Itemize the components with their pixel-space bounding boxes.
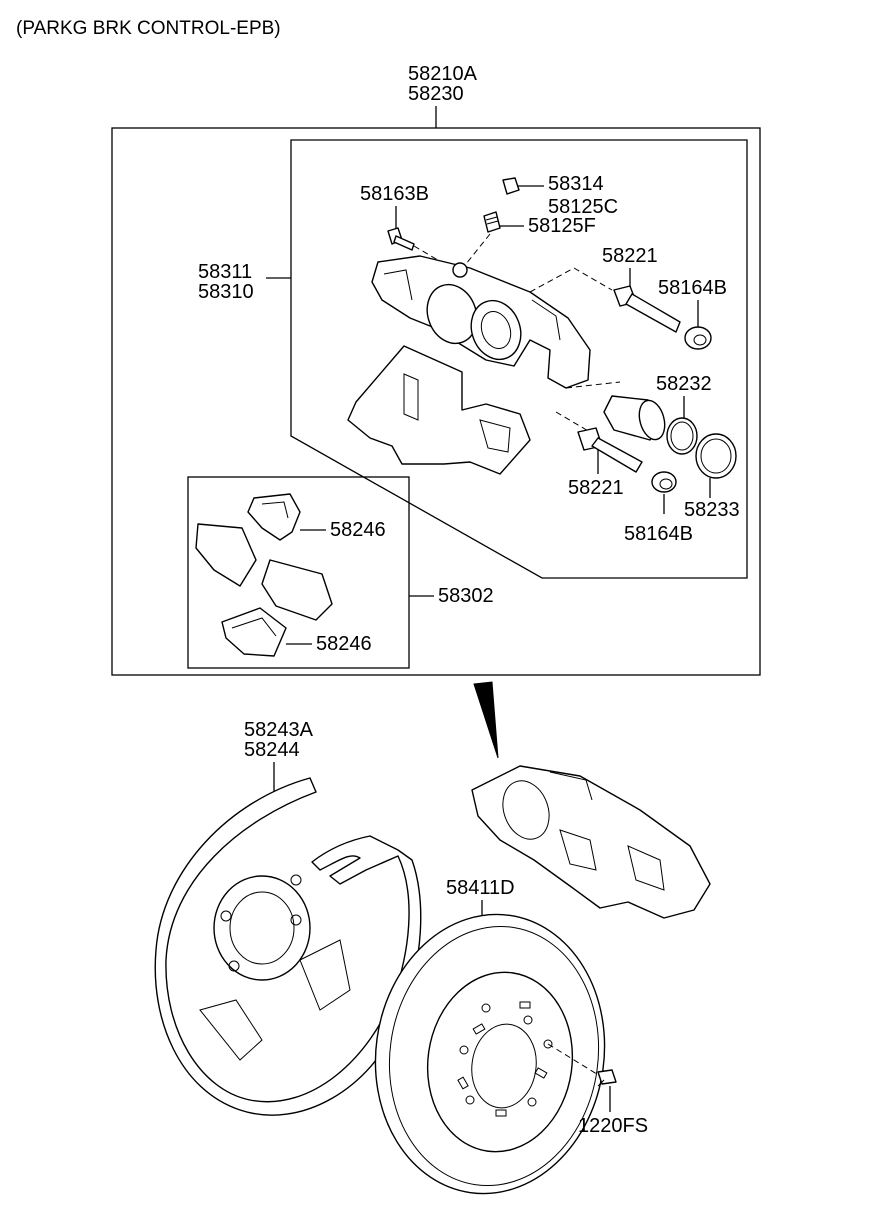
housing-frame (290, 139, 748, 579)
boot-upper-icon (684, 326, 712, 350)
label-58164b-upper: 58164B (658, 277, 727, 299)
label-58232: 58232 (656, 373, 712, 395)
caliper-assembly-frame (111, 127, 761, 676)
label-58302: 58302 (438, 585, 494, 607)
label-58210a: 58210A (408, 63, 478, 85)
pad-clip-lower-icon (221, 607, 287, 657)
label-58243a: 58243A (244, 719, 314, 741)
label-1220fs: 1220FS (578, 1115, 648, 1137)
pad-kit-frame (187, 476, 410, 669)
label-58125c: 58125C (548, 196, 618, 218)
assembly-arrow-icon (473, 681, 499, 759)
label-58244: 58244 (244, 739, 300, 761)
brake-pad-outer-icon (195, 523, 257, 587)
dash-line-2 (573, 267, 613, 291)
piston-seal-ring-large-icon (695, 433, 737, 479)
diagram-title: (PARKG BRK CONTROL-EPB) (16, 18, 281, 39)
dash-line-1 (529, 267, 575, 293)
dash-line-3 (565, 381, 621, 389)
label-58311: 58311 (198, 261, 252, 283)
label-58221-upper: 58221 (602, 245, 658, 267)
dash-line-4 (555, 411, 591, 433)
pad-clip-upper-icon (247, 493, 301, 541)
dust-cover-icon (154, 777, 422, 1116)
bleeder-cap-icon (502, 177, 520, 195)
bleeder-screw-icon (465, 211, 501, 265)
label-58163b: 58163B (360, 183, 429, 205)
disc-screw-icon (597, 1069, 617, 1087)
label-58411d: 58411D (446, 877, 515, 899)
label-58246-lower: 58246 (316, 633, 372, 655)
label-58125f: 58125F (528, 215, 596, 237)
guide-pin-lower-icon (577, 427, 643, 473)
label-58314: 58314 (548, 173, 604, 195)
guide-pin-upper-icon (613, 285, 681, 333)
boot-lower-icon (651, 471, 677, 493)
brake-disc-icon (374, 913, 606, 1195)
brake-pad-inner-icon (261, 559, 333, 621)
label-58230: 58230 (408, 83, 464, 105)
label-58221-lower: 58221 (568, 477, 624, 499)
piston-seal-ring-small-icon (666, 417, 698, 455)
label-58246-upper: 58246 (330, 519, 386, 541)
piston-icon (603, 395, 666, 441)
label-58164b-lower: 58164B (624, 523, 693, 545)
assembled-caliper-icon (471, 765, 711, 919)
dash-line-screw (547, 1043, 601, 1077)
caliper-bracket-icon (347, 345, 531, 475)
label-58310: 58310 (198, 281, 254, 303)
label-58233: 58233 (684, 499, 740, 521)
